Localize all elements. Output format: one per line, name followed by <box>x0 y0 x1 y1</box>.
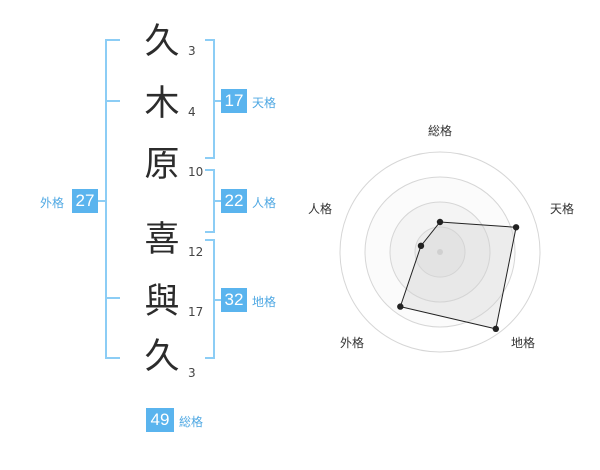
chikaku-label: 地格 <box>252 295 277 309</box>
name-char-2: 木 <box>144 84 180 124</box>
stroke-count-2: 4 <box>188 105 196 119</box>
jinkaku-score: 22 <box>221 189 247 213</box>
axis-label-soukaku: 総格 <box>428 124 453 138</box>
gaikaku-score: 27 <box>72 189 98 213</box>
radar-rings <box>339 151 541 353</box>
stroke-count-4: 12 <box>188 245 204 259</box>
tenkaku-label: 天格 <box>252 96 277 110</box>
radar-point-0 <box>436 218 444 226</box>
name-char-5: 與 <box>144 282 180 322</box>
gaikaku-bracket <box>105 39 120 359</box>
radar-point-3 <box>397 303 404 310</box>
name-char-1: 久 <box>144 22 180 62</box>
stroke-count-5: 17 <box>188 305 204 319</box>
radar-points <box>397 218 520 333</box>
axis-label-tenkaku: 天格 <box>550 202 575 216</box>
chikaku-score: 32 <box>221 288 247 312</box>
soukaku-label: 総格 <box>179 415 204 429</box>
radar-point-1 <box>512 224 520 231</box>
stroke-count-3: 10 <box>188 165 204 179</box>
axis-label-jinkaku: 人格 <box>308 202 333 216</box>
name-char-4: 喜 <box>144 220 180 260</box>
axis-label-chikaku: 地格 <box>511 336 536 350</box>
name-char-6: 久 <box>144 337 180 377</box>
tenkaku-score: 17 <box>221 89 247 113</box>
gaikaku-label: 外格 <box>40 196 65 210</box>
stroke-count-6: 3 <box>188 366 196 380</box>
radar-center <box>437 249 443 255</box>
radar-point-2 <box>492 325 500 333</box>
axis-label-gaikaku: 外格 <box>340 336 365 350</box>
jinkaku-label: 人格 <box>252 196 277 210</box>
radar-area <box>399 221 517 330</box>
name-char-3: 原 <box>144 145 180 185</box>
stroke-count-1: 3 <box>188 44 196 58</box>
tenkaku-bracket <box>205 39 215 159</box>
soukaku-score: 49 <box>146 408 174 432</box>
radar-point-4 <box>417 242 425 250</box>
